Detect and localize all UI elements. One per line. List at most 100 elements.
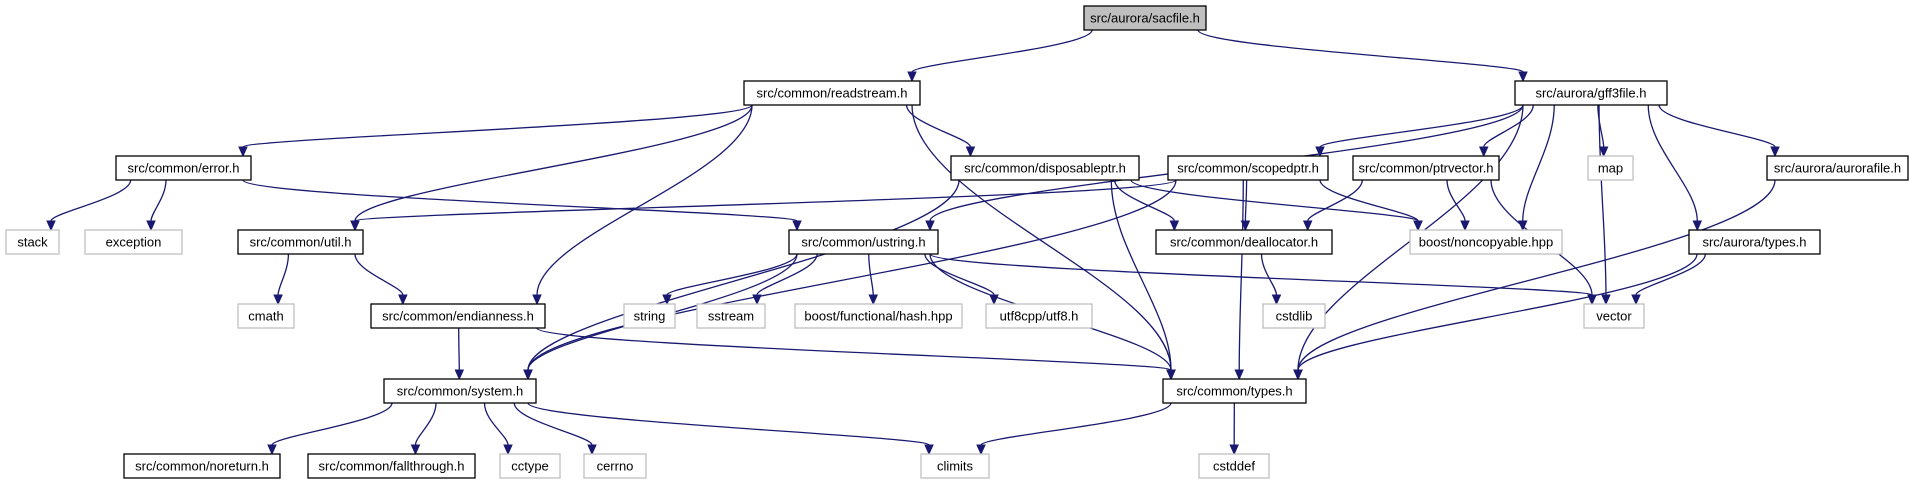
graph-node-box	[1688, 229, 1821, 255]
graph-edge-gff3file-noncopyable	[1522, 104, 1555, 222]
graph-node-box	[383, 378, 537, 404]
graph-node-label: cstdlib	[1276, 309, 1313, 324]
graph-node-aurorafile[interactable]: src/aurora/aurorafile.h	[1766, 155, 1909, 181]
graph-node-box	[1409, 229, 1563, 255]
graph-node-ustring[interactable]: src/common/ustring.h	[788, 229, 939, 255]
graph-edge-util-cmath	[277, 253, 290, 296]
graph-edge-disposableptr-types	[1110, 179, 1172, 371]
graph-node-fallthrough[interactable]: src/common/fallthrough.h	[307, 453, 476, 479]
graph-edge-types-climits	[980, 402, 1172, 446]
graph-node-box	[583, 453, 647, 479]
graph-edge-arrowhead	[46, 220, 56, 232]
graph-node-box	[237, 303, 295, 329]
graph-edge-system-fallthrough	[414, 402, 437, 446]
graph-edge-ustring-sstream	[756, 253, 818, 296]
graph-edge-scopedptr-system	[527, 179, 1177, 371]
graph-edge-error-exception	[150, 179, 167, 222]
graph-edge-ptrvector-noncopyable	[1446, 179, 1466, 222]
graph-edge-system-cerrno	[513, 402, 593, 446]
graph-node-noreturn[interactable]: src/common/noreturn.h	[123, 453, 281, 479]
graph-node-label: cctype	[511, 459, 549, 474]
graph-node-map: map	[1587, 155, 1634, 181]
graph-node-label: src/common/types.h	[1176, 384, 1292, 399]
graph-node-deallocator[interactable]: src/common/deallocator.h	[1155, 229, 1333, 255]
graph-node-label: src/common/noreturn.h	[135, 459, 269, 474]
graph-edge-arrowhead	[1315, 146, 1325, 158]
graph-edge-arrowhead	[1692, 220, 1703, 232]
graph-node-box	[5, 229, 60, 255]
graph-edge-arrowhead	[662, 294, 672, 306]
graph-node-sacfile[interactable]: src/aurora/sacfile.h	[1083, 5, 1207, 31]
graph-node-box	[237, 229, 364, 255]
graph-node-label: src/common/system.h	[397, 384, 523, 399]
graph-edge-aurorafile-types	[1297, 179, 1776, 371]
graph-node-disposableptr[interactable]: src/common/disposableptr.h	[950, 155, 1140, 181]
graph-edge-error-stack	[50, 179, 132, 222]
graph-node-label: src/common/ustring.h	[801, 235, 925, 250]
graph-node-label: src/common/fallthrough.h	[319, 459, 465, 474]
graph-edge-scopedptr-deallocator	[1244, 179, 1248, 222]
graph-edge-endianness-system	[458, 327, 460, 371]
graph-edge-disposableptr-system	[527, 179, 960, 371]
graph-node-label: boost/functional/hash.hpp	[804, 309, 952, 324]
graph-edge-arrowhead	[273, 294, 283, 306]
graph-node-box	[743, 80, 921, 106]
graph-node-box	[1262, 303, 1326, 329]
graph-node-string: string	[623, 303, 676, 329]
graph-node-readstream[interactable]: src/common/readstream.h	[743, 80, 921, 106]
graph-node-label: cerrno	[597, 459, 634, 474]
graph-edge-readstream-error	[242, 104, 753, 148]
graph-edge-gff3file-auroratypes	[1647, 104, 1698, 222]
graph-node-util[interactable]: src/common/util.h	[237, 229, 364, 255]
graph-node-system[interactable]: src/common/system.h	[383, 378, 537, 404]
graph-edge-ptrvector-deallocator	[1307, 179, 1363, 222]
graph-node-box	[84, 229, 183, 255]
graph-node-label: boost/noncopyable.hpp	[1419, 235, 1553, 250]
graph-node-exception: exception	[84, 229, 183, 255]
graph-node-endianness[interactable]: src/common/endianness.h	[370, 303, 546, 329]
graph-edge-system-cctype	[483, 402, 509, 446]
graph-node-box	[788, 229, 939, 255]
graph-node-label: exception	[106, 235, 162, 250]
graph-edge-arrowhead	[238, 146, 248, 158]
graph-edge-arrowhead	[924, 444, 934, 456]
graph-edge-arrowhead	[1631, 294, 1641, 306]
graph-node-scopedptr[interactable]: src/common/scopedptr.h	[1167, 155, 1329, 181]
graph-node-label: cstddef	[1213, 459, 1255, 474]
graph-node-types[interactable]: src/common/types.h	[1162, 378, 1307, 404]
graph-node-label: climits	[937, 459, 974, 474]
graph-edge-ustring-string	[666, 253, 798, 296]
graph-edge-gff3file-map	[1597, 104, 1605, 148]
graph-edge-arrowhead	[1460, 220, 1470, 232]
graph-edge-arrowhead	[398, 294, 408, 306]
graph-node-error[interactable]: src/common/error.h	[115, 155, 252, 181]
graph-node-label: map	[1598, 161, 1623, 176]
graph-node-box	[499, 453, 561, 479]
graph-edge-auroratypes-vector	[1635, 253, 1706, 296]
graph-node-label: src/common/readstream.h	[757, 86, 908, 101]
graph-node-noncopyable: boost/noncopyable.hpp	[1409, 229, 1563, 255]
graph-node-vector: vector	[1583, 303, 1645, 329]
graph-edge-readstream-types	[911, 104, 1172, 371]
graph-node-label: src/aurora/types.h	[1702, 235, 1806, 250]
graph-node-box	[1198, 453, 1270, 479]
graph-node-label: src/common/error.h	[128, 161, 240, 176]
graph-edge-arrowhead	[1229, 444, 1239, 456]
graph-node-cstddef: cstddef	[1198, 453, 1270, 479]
graph-edge-arrowhead	[1234, 369, 1244, 381]
graph-node-ptrvector[interactable]: src/common/ptrvector.h	[1352, 155, 1500, 181]
graph-edge-auroratypes-types	[1297, 253, 1698, 371]
graph-edge-gff3file-ptrvector	[1483, 104, 1534, 148]
graph-node-stack: stack	[5, 229, 60, 255]
graph-edge-arrowhead	[1587, 294, 1597, 306]
graph-edge-endianness-types	[536, 327, 1172, 371]
graph-node-gff3file[interactable]: src/aurora/gff3file.h	[1514, 80, 1668, 106]
graph-edge-arrowhead	[523, 369, 533, 381]
nodes-layer: src/aurora/sacfile.h src/common/readstrea…	[5, 5, 1909, 479]
graph-edge-arrowhead	[454, 369, 465, 381]
graph-node-auroratypes[interactable]: src/aurora/types.h	[1688, 229, 1821, 255]
graph-edge-arrowhead	[1413, 220, 1423, 232]
graph-edge-arrowhead	[1271, 294, 1282, 306]
graph-edge-util-endianness	[354, 253, 404, 296]
